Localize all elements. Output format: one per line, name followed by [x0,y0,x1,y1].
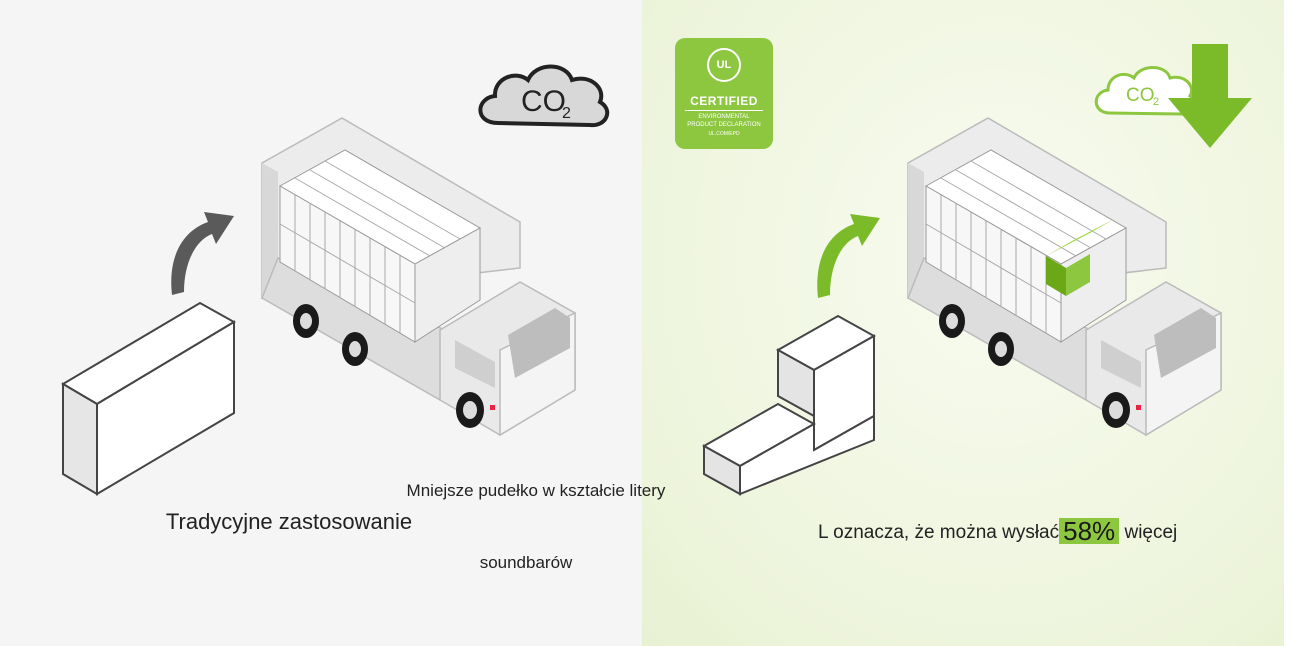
co2-subscript: 2 [1153,96,1159,108]
caption-prefix: L oznacza, że można wysłać [818,522,1060,543]
traditional-illustration: CO 2 [61,64,610,496]
badge-line2: PRODUCT DECLARATION [687,122,761,128]
ul-certified-badge: UL CERTIFIED ENVIRONMENTAL PRODUCT DECLA… [675,38,773,149]
percent-highlight: 58% [1059,518,1120,544]
l-shaped-box-icon [701,314,877,496]
box-icon [61,301,236,496]
traditional-caption: Tradycyjne zastosowanie [165,509,413,534]
co2-label: CO [521,85,566,118]
l-box-panel: CO 2 [642,0,1284,646]
caption-suffix: więcej [1119,522,1178,543]
badge-line1: ENVIRONMENTAL [698,114,750,120]
curved-arrow-icon [817,214,880,298]
traditional-panel: CO 2 [0,0,642,646]
co2-subscript: 2 [562,105,571,122]
l-box-illustration: CO 2 [701,44,1252,496]
co2-label: CO [1126,85,1155,106]
badge-title: CERTIFIED [690,94,758,108]
l-box-caption-line1: Mniejsze pudełko w kształcie litery [406,481,666,500]
l-box-caption-line3: soundbarów [479,553,573,572]
co2-cloud-icon: CO 2 [478,64,610,128]
truck-icon [261,117,576,437]
co2-down-arrow-icon [1168,44,1252,148]
ul-logo: UL [707,48,741,82]
truck-icon [907,117,1222,437]
curved-arrow-icon [171,212,234,295]
badge-url: UL.COM/EPD [708,131,740,137]
